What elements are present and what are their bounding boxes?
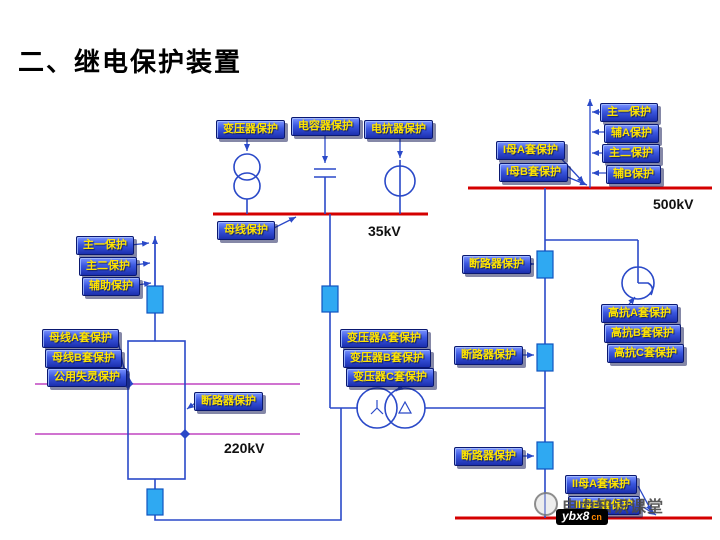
breaker-icons: [146, 250, 554, 516]
main-transformer-icon: [356, 387, 426, 429]
breaker-220kv-top: [146, 285, 164, 314]
watermark-logo-icon: [534, 492, 558, 516]
protection-label-line220-aux: 辅助保护: [82, 277, 140, 296]
voltage-label-220kv: 220kV: [224, 440, 265, 456]
protection-label-maintr-setC: 变压器C套保护: [346, 368, 434, 387]
protection-label-line500-main1: 主一保护: [600, 103, 658, 122]
voltage-label-35kv: 35kV: [368, 223, 401, 239]
protection-label-line220-main2: 主二保护: [79, 257, 137, 276]
protection-label-breaker500-3: 断路器保护: [454, 447, 523, 466]
protection-label-maintr-setA: 变压器A套保护: [340, 329, 428, 348]
protection-label-busbar-35kv: 母线保护: [217, 221, 275, 240]
protection-label-hreactor-setA: 高抗A套保护: [601, 304, 678, 323]
protection-label-breaker500-2: 断路器保护: [454, 346, 523, 365]
shunt-reactor-icon: [545, 239, 655, 300]
protection-label-transformer-35kv: 变压器保护: [216, 120, 285, 139]
protection-label-breaker500-1: 断路器保护: [462, 255, 531, 274]
protection-label-hreactor-setC: 高抗C套保护: [607, 344, 684, 363]
protection-label-line220-main1: 主一保护: [76, 236, 134, 255]
protection-label-bus220-setA: 母线A套保护: [42, 329, 119, 348]
protection-label-line500-auxB: 辅B保护: [606, 165, 661, 184]
bus-selector-diamonds: [123, 379, 190, 439]
protection-label-busII-setA: II母A套保护: [565, 475, 638, 494]
breaker-35kv: [321, 285, 339, 313]
protection-label-line500-auxA: 辅A保护: [604, 124, 659, 143]
pointer-arrows: [117, 99, 657, 516]
voltage-label-500kv: 500kV: [653, 196, 694, 212]
protection-label-breaker220: 断路器保护: [194, 392, 263, 411]
protection-label-bus220-setB: 母线B套保护: [45, 349, 122, 368]
protection-label-reactor: 电抗器保护: [364, 120, 433, 139]
protection-label-hreactor-setB: 高抗B套保护: [604, 324, 681, 343]
protection-label-maintr-setB: 变压器B套保护: [343, 349, 431, 368]
watermark-badge-text: ybx8: [562, 509, 590, 523]
page-title: 二、继电保护装置: [18, 47, 243, 77]
breaker-220kv-bottom: [146, 488, 164, 516]
breaker-500kv-3: [536, 441, 554, 470]
breaker-500kv-2: [536, 343, 554, 372]
protection-label-bus220-failure: 公用失灵保护: [47, 368, 127, 387]
breaker-500kv-1: [536, 250, 554, 279]
capacitor-icon: [314, 168, 336, 178]
protection-label-busI-setA: I母A套保护: [496, 141, 565, 160]
transformer-35kv-icon: [233, 153, 261, 181]
watermark-badge-suffix: cn: [591, 512, 602, 522]
reactor-35kv-icon: [384, 160, 416, 197]
protection-label-capacitor: 电容器保护: [291, 117, 360, 136]
bus-coupler-bay: [127, 340, 186, 480]
protection-label-line500-main2: 主二保护: [602, 144, 660, 163]
protection-label-busI-setB: I母B套保护: [499, 163, 568, 182]
